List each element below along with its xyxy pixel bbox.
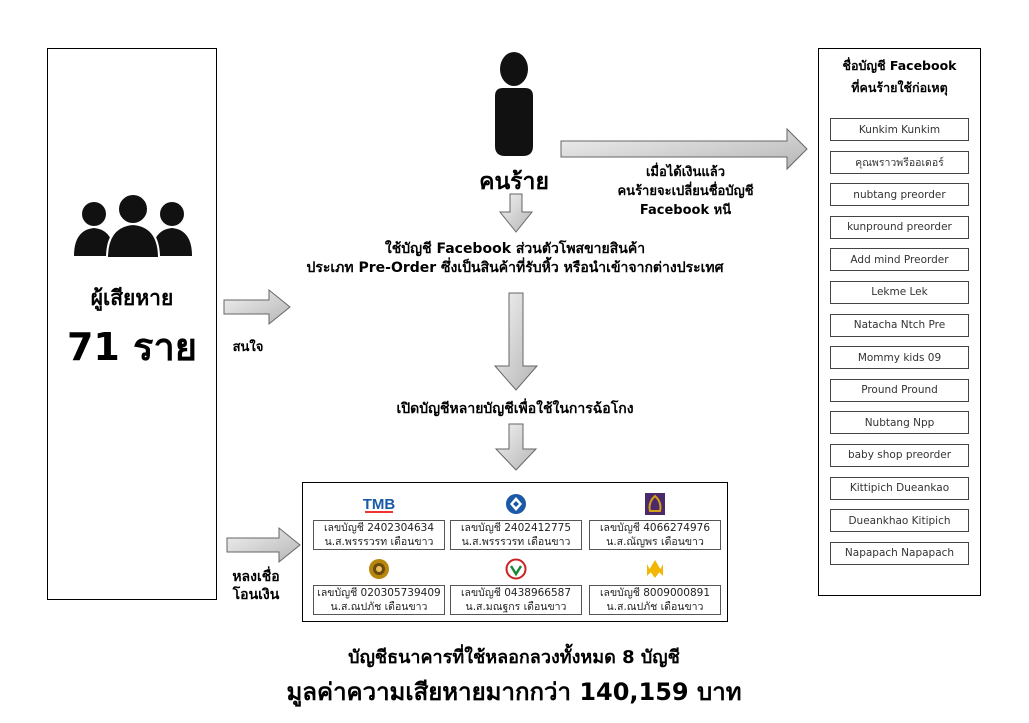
arrow-transfer xyxy=(226,526,301,564)
bank-account-info: เลขบัญชี 4066274976 น.ส.ณัญพร เดือนขาว xyxy=(589,520,721,550)
bank-account-card: เลขบัญชี 2402412775 น.ส.พรรรวรท เดือนขาว xyxy=(450,491,582,550)
bank-account-owner: น.ส.ณปภัช เดือนขาว xyxy=(606,601,704,613)
bank-account-card: เลขบัญชี 0438966587 น.ส.มณฐกร เดือนขาว xyxy=(450,556,582,615)
arrow-down-3 xyxy=(494,423,538,471)
scb-logo xyxy=(589,491,721,517)
bank-account-info: เลขบัญชี 8009000891 น.ส.ณปภัช เดือนขาว xyxy=(589,585,721,615)
victims-box xyxy=(47,48,217,600)
bank-account-card: เลขบัญชี 8009000891 น.ส.ณปภัช เดือนขาว xyxy=(589,556,721,615)
krungthai-logo xyxy=(450,491,582,517)
deceived-line-1: หลงเชื่อ xyxy=(232,569,280,585)
step2-text: เปิดบัญชีหลายบัญชีเพื่อใช้ในการฉ้อโกง xyxy=(396,401,634,417)
facebook-account-item: Lekme Lek xyxy=(830,280,969,304)
bank-account-owner: น.ส.มณฐกร เดือนขาว xyxy=(465,601,567,613)
facebook-accounts-panel: ชื่อบัญชี Facebook ที่คนร้ายใช้ก่อเหตุ K… xyxy=(818,48,981,596)
victims-count: 71 ราย xyxy=(66,325,198,369)
bank-account-info: เลขบัญชี 0438966587 น.ส.มณฐกร เดือนขาว xyxy=(450,585,582,615)
bank-account-number: เลขบัญชี 4066274976 xyxy=(599,522,711,534)
svg-text:TMB: TMB xyxy=(363,496,396,513)
panel-title-line-1: ชื่อบัญชี Facebook xyxy=(842,58,957,73)
victims-title: ผู้เสียหาย xyxy=(90,286,174,310)
facebook-account-item: Add mind Preorder xyxy=(830,248,969,272)
facebook-account-item: Pround Pround xyxy=(830,378,969,402)
facebook-account-item: Kittipich Dueankao xyxy=(830,476,969,500)
interest-label: สนใจ xyxy=(232,340,264,355)
facebook-account-item: nubtang preorder xyxy=(830,183,969,207)
step1-text: ใช้บัญชี Facebook ส่วนตัวโพสขายสินค้า ปร… xyxy=(270,240,760,278)
change-line-2: คนร้ายจะเปลี่ยนชื่อบัญชี xyxy=(617,184,754,199)
victims-group-icon xyxy=(74,193,192,259)
bank-account-number: เลขบัญชี 2402412775 xyxy=(460,522,572,534)
panel-title: ชื่อบัญชี Facebook ที่คนร้ายใช้ก่อเหตุ xyxy=(819,55,980,99)
deceived-line-2: โอนเงิน xyxy=(232,587,280,603)
bank-account-card: TMB เลขบัญชี 2402304634 น.ส.พรรรวรท เดือนข… xyxy=(313,491,445,550)
bank-account-owner: น.ส.ณปภัช เดือนขาว xyxy=(330,601,428,613)
arrow-down-1 xyxy=(498,193,534,233)
facebook-account-item: Natacha Ntch Pre xyxy=(830,313,969,337)
facebook-account-item: Nubtang Npp xyxy=(830,411,969,435)
bank-account-owner: น.ส.ณัญพร เดือนขาว xyxy=(606,536,704,548)
villain-label: คนร้าย xyxy=(479,169,549,195)
bank-account-number: เลขบัญชี 8009000891 xyxy=(599,587,711,599)
bank-account-card: เลขบัญชี 4066274976 น.ส.ณัญพร เดือนขาว xyxy=(589,491,721,550)
panel-title-line-2: ที่คนร้ายใช้ก่อเหตุ xyxy=(851,80,948,95)
kbank-logo xyxy=(450,556,582,582)
step1-line-1: ใช้บัญชี Facebook ส่วนตัวโพสขายสินค้า xyxy=(384,241,646,257)
facebook-account-item: Napapach Napapach xyxy=(830,541,969,565)
step1-line-2: ประเภท Pre-Order ซึ่งเป็นสินค้าที่รับหิ้… xyxy=(306,260,724,276)
facebook-account-item: คุณพราวพรีออเดอร์ xyxy=(830,150,969,174)
change-text: เมื่อได้เงินแล้ว คนร้ายจะเปลี่ยนชื่อบัญช… xyxy=(588,163,783,220)
gsb-logo xyxy=(313,556,445,582)
person-icon xyxy=(495,52,533,156)
arrow-villain-to-accounts xyxy=(560,127,808,171)
facebook-account-item: Dueankhao Kitipich xyxy=(830,509,969,533)
change-line-1: เมื่อได้เงินแล้ว xyxy=(645,165,726,180)
facebook-account-item: Mommy kids 09 xyxy=(830,346,969,370)
arrow-down-2 xyxy=(493,292,539,391)
bank-account-owner: น.ส.พรรรวรท เดือนขาว xyxy=(461,536,571,548)
facebook-account-item: Kunkim Kunkim xyxy=(830,118,969,141)
bank-account-info: เลขบัญชี 2402304634 น.ส.พรรรวรท เดือนขาว xyxy=(313,520,445,550)
tmb-logo: TMB xyxy=(313,491,445,517)
krungsri-logo xyxy=(589,556,721,582)
bank-account-number: เลขบัญชี 020305739409 xyxy=(317,587,441,599)
summary-line-2: มูลค่าความเสียหายมากกว่า 140,159 บาท xyxy=(286,678,742,706)
bank-account-number: เลขบัญชี 2402304634 xyxy=(323,522,435,534)
arrow-interest xyxy=(223,288,291,326)
summary-line-1: บัญชีธนาคารที่ใช้หลอกลวงทั้งหมด 8 บัญชี xyxy=(348,647,680,668)
bank-account-owner: น.ส.พรรรวรท เดือนขาว xyxy=(324,536,434,548)
change-line-3: Facebook หนี xyxy=(639,203,732,218)
banks-box: TMB เลขบัญชี 2402304634 น.ส.พรรรวรท เดือนข… xyxy=(302,482,728,622)
facebook-account-item: baby shop preorder xyxy=(830,443,969,467)
deceived-label: หลงเชื่อ โอนเงิน xyxy=(224,568,288,604)
bank-account-number: เลขบัญชี 0438966587 xyxy=(460,587,572,599)
facebook-account-item: kunpround preorder xyxy=(830,215,969,239)
account-list: Kunkim Kunkim คุณพราวพรีออเดอร์ nubtang pr… xyxy=(830,118,969,574)
bank-account-info: เลขบัญชี 020305739409 น.ส.ณปภัช เดือนขาว xyxy=(313,585,445,615)
bank-account-info: เลขบัญชี 2402412775 น.ส.พรรรวรท เดือนขาว xyxy=(450,520,582,550)
bank-account-card: เลขบัญชี 020305739409 น.ส.ณปภัช เดือนขาว xyxy=(313,556,445,615)
